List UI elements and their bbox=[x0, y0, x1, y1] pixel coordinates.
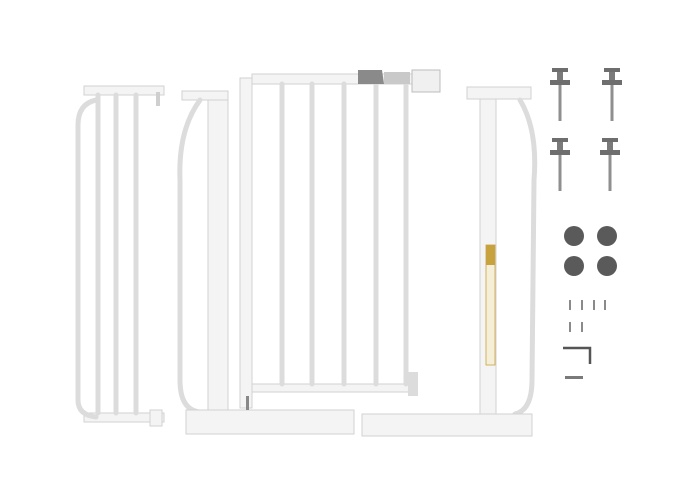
extension-panel-curved bbox=[177, 90, 355, 435]
wall-cups bbox=[564, 226, 617, 276]
extension-panel-small bbox=[75, 85, 165, 427]
gate-door bbox=[239, 69, 441, 410]
gate-frame-right bbox=[361, 86, 538, 437]
pressure-spindles bbox=[550, 68, 622, 191]
screws-and-tools bbox=[563, 300, 606, 379]
latch-handle bbox=[358, 69, 441, 93]
